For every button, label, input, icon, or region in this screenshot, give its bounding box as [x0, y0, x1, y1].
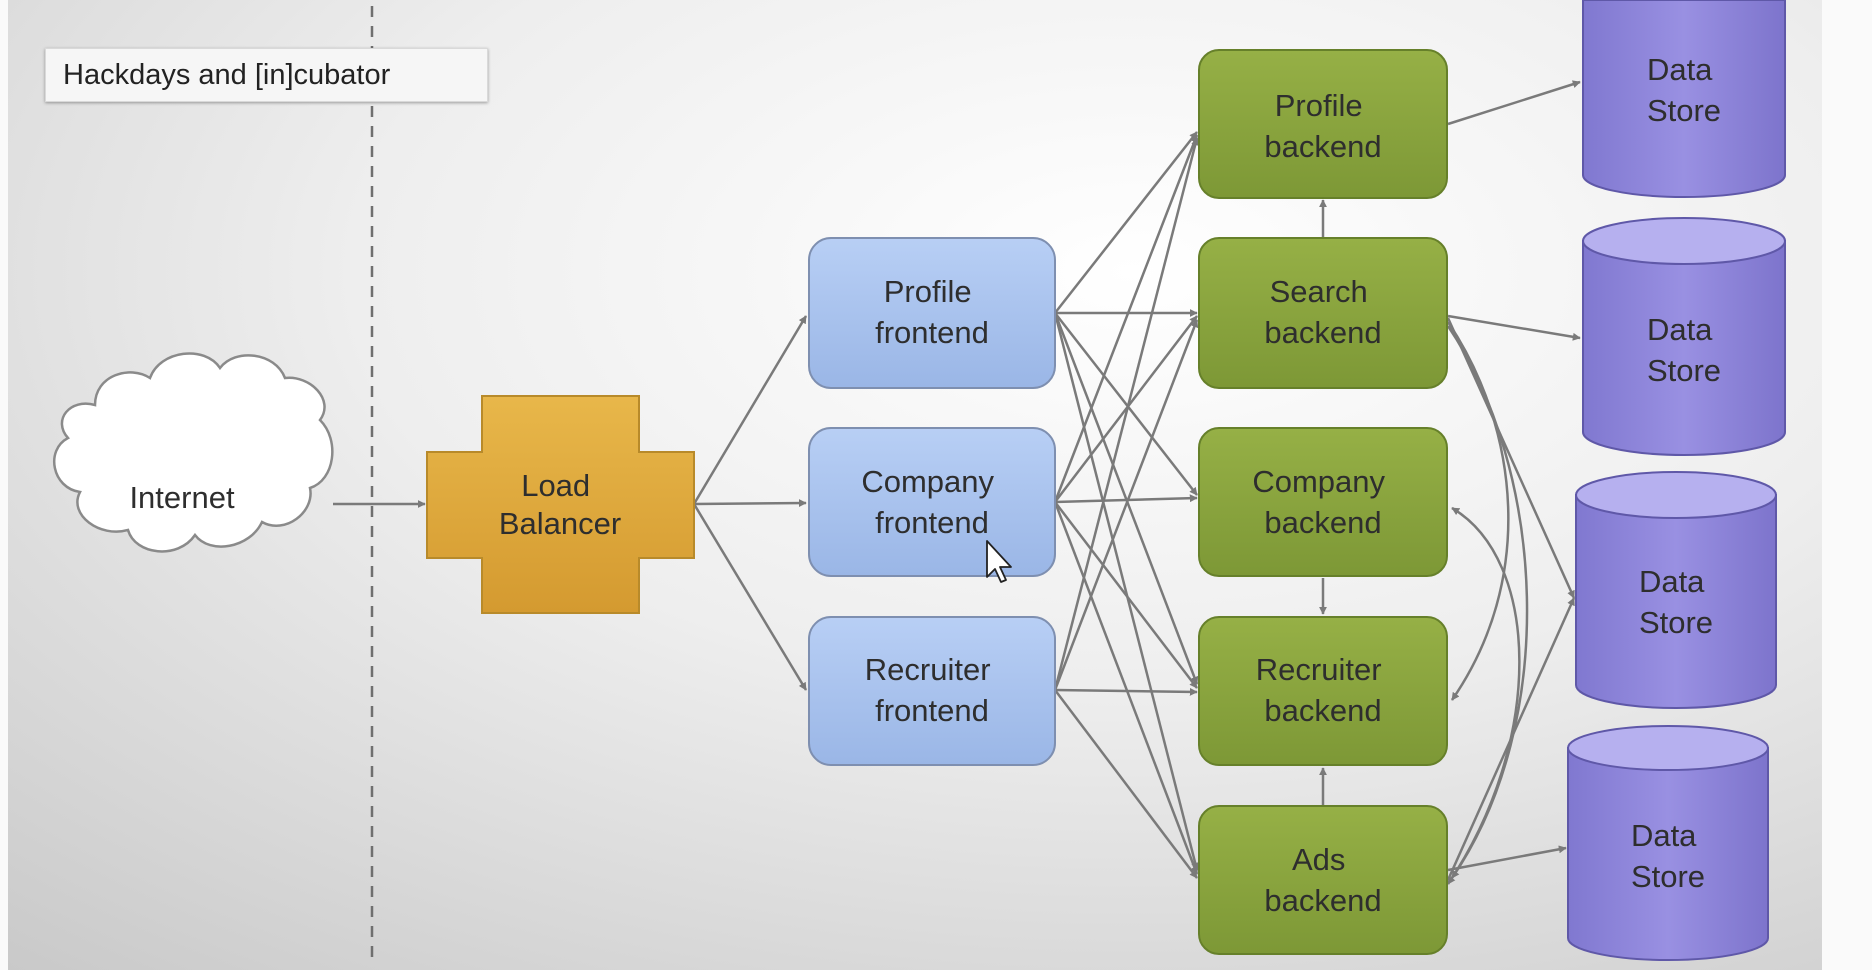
connector-arrow — [1446, 506, 1521, 885]
backend-label-line-1: Company — [1252, 464, 1385, 499]
data-store-label-line-1: Data — [1647, 312, 1713, 347]
data-store-node: Data Store — [1567, 725, 1769, 961]
backend-box — [1198, 237, 1448, 389]
connector-arrow — [1447, 314, 1581, 341]
backend-label: Ads backend — [1264, 842, 1381, 918]
backend-label-line-2: backend — [1264, 693, 1381, 728]
backend-label-line-1: Recruiter — [1256, 652, 1382, 687]
mouse-cursor-icon — [986, 540, 1012, 583]
load-balancer-label: Load Balancer — [499, 468, 621, 541]
load-balancer-label-line-1: Load — [521, 468, 590, 503]
load-balancer-shape — [426, 395, 695, 614]
connector-arrow — [1447, 80, 1581, 126]
backend-label: Search backend — [1264, 274, 1381, 350]
data-store-label-line-2: Store — [1631, 859, 1705, 894]
cylinder-body — [1582, 240, 1786, 456]
data-store-label: Data Store — [1647, 312, 1721, 388]
frontend-node: Recruiter frontend — [808, 616, 1056, 766]
connector-arrow — [1446, 317, 1576, 599]
backend-node: Ads backend — [1198, 805, 1448, 955]
connector-arrow — [1054, 689, 1198, 879]
backend-label: Recruiter backend — [1256, 652, 1390, 728]
connector-arrow — [692, 315, 808, 505]
backend-label-line-2: backend — [1264, 505, 1381, 540]
connection-arrows — [333, 80, 1581, 885]
backend-box — [1198, 805, 1448, 955]
frontend-box — [808, 616, 1056, 766]
data-store-label-line-2: Store — [1639, 605, 1713, 640]
frontend-label-line-1: Company — [861, 464, 994, 499]
connector-arrow — [1054, 494, 1198, 504]
backend-label-line-2: backend — [1264, 315, 1381, 350]
connector-arrow — [1054, 312, 1198, 496]
connector-arrow — [1054, 131, 1198, 314]
cloud-shape — [52, 352, 334, 553]
backend-label: Company backend — [1252, 464, 1393, 540]
backend-box — [1198, 427, 1448, 577]
connector-arrow — [1053, 501, 1199, 875]
data-store-label-line-2: Store — [1647, 93, 1721, 128]
load-balancer-label-line-2: Balancer — [499, 506, 621, 541]
connector-arrow — [1053, 319, 1199, 691]
backend-label-line-2: backend — [1264, 129, 1381, 164]
connector-arrow — [693, 499, 807, 508]
cylinder-top — [1575, 471, 1777, 519]
data-store-label-line-1: Data — [1647, 52, 1713, 87]
frontend-label: Profile frontend — [875, 274, 989, 350]
backend-node: Profile backend — [1198, 49, 1448, 199]
frontend-label-line-2: frontend — [875, 693, 989, 728]
backend-node: Search backend — [1198, 237, 1448, 389]
connector-arrow — [1053, 312, 1200, 871]
backend-box — [1198, 49, 1448, 199]
frontend-node: Profile frontend — [808, 237, 1056, 389]
connector-arrow — [1053, 134, 1199, 503]
connector-arrow — [1447, 845, 1567, 872]
internet-node: Internet — [52, 352, 334, 553]
cylinder-body — [1582, 0, 1786, 198]
backend-label-line-2: backend — [1264, 883, 1381, 918]
frontend-label-line-2: frontend — [875, 505, 989, 540]
backend-label-line-1: Profile — [1275, 88, 1363, 123]
frontend-label: Company frontend — [861, 464, 1002, 540]
frontend-label-line-2: frontend — [875, 315, 989, 350]
frontend-label-line-1: Recruiter — [865, 652, 991, 687]
data-store-label-line-1: Data — [1631, 818, 1697, 853]
data-store-label-line-2: Store — [1647, 353, 1721, 388]
caption-text: Hackdays and [in]cubator — [63, 58, 391, 91]
frontend-box — [808, 237, 1056, 389]
cylinder-top — [1582, 217, 1786, 265]
data-store-node: Data Store — [1582, 0, 1786, 198]
cylinder-body — [1575, 494, 1777, 709]
backend-box — [1198, 616, 1448, 766]
cylinder-top — [1567, 725, 1769, 771]
load-balancer-node: Load Balancer — [426, 395, 695, 614]
data-store-node: Data Store — [1582, 217, 1786, 456]
data-store-label: Data Store — [1631, 818, 1705, 894]
frontend-label-line-1: Profile — [884, 274, 972, 309]
cylinder-body — [1567, 747, 1769, 961]
internet-label: Internet — [129, 480, 235, 515]
frontend-label: Recruiter frontend — [865, 652, 999, 728]
internet-label-line: Internet — [129, 480, 235, 515]
data-store-label-line-1: Data — [1639, 564, 1705, 599]
connector-arrow — [1053, 312, 1199, 685]
connector-arrow — [692, 503, 808, 691]
data-store-label: Data Store — [1639, 564, 1713, 640]
backend-label-line-1: Search — [1270, 274, 1368, 309]
frontend-box — [808, 427, 1056, 577]
backend-node: Recruiter backend — [1198, 616, 1448, 766]
data-store-label: Data Store — [1647, 52, 1721, 128]
connector-arrow — [1053, 137, 1200, 691]
frontend-node: Company frontend — [808, 427, 1056, 577]
backend-node: Company backend — [1198, 427, 1448, 577]
backend-label: Profile backend — [1264, 88, 1381, 164]
data-store-node: Data Store — [1575, 471, 1777, 709]
overlay-caption: Hackdays and [in]cubator — [45, 48, 488, 102]
backend-label-line-1: Ads — [1292, 842, 1345, 877]
